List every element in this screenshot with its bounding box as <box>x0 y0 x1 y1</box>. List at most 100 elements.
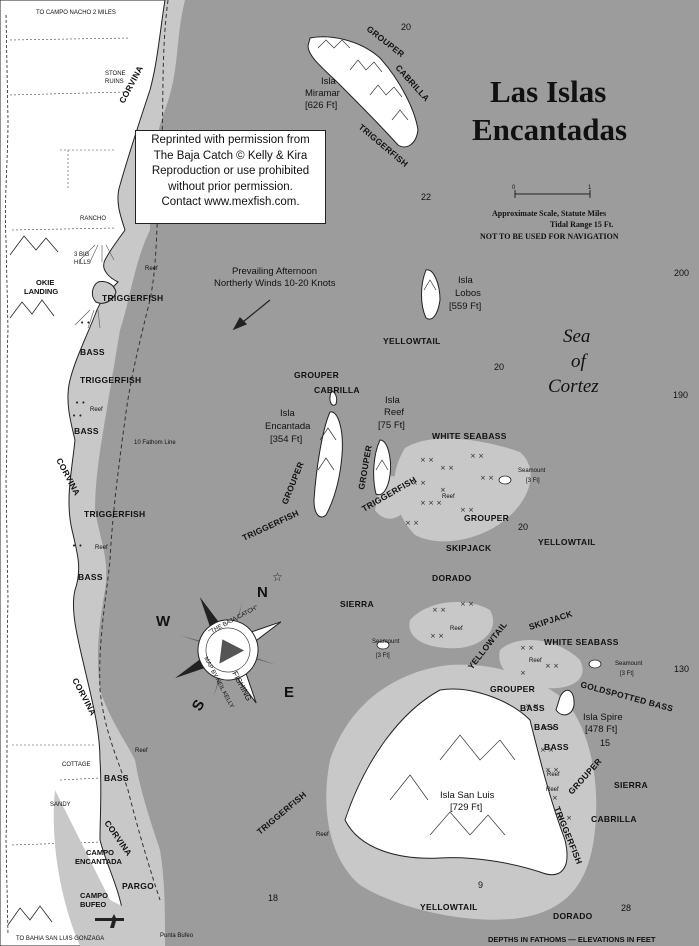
depth-18: 18 <box>268 893 278 903</box>
fish-skipjack-1: SKIPJACK <box>446 543 492 553</box>
sea-label-2: of <box>571 351 589 372</box>
isla-san-luis-elev: [729 Ft] <box>450 802 482 813</box>
fish-white-seabass-1: WHITE SEABASS <box>432 431 507 441</box>
footer-note: DEPTHS IN FATHOMS — ELEVATIONS IN FEET <box>488 935 656 944</box>
fish-dorado-1: DORADO <box>432 573 472 583</box>
svg-text:• •: • • <box>75 399 85 407</box>
sea-label-3: Cortez <box>548 376 599 397</box>
seamount-west-label: Seamount <box>372 639 400 645</box>
permission-notice: Reprinted with permission from The Baja … <box>135 130 326 224</box>
isla-reef <box>373 439 391 496</box>
depth-20a: 20 <box>401 22 411 32</box>
okie-landing-2: LANDING <box>24 287 58 296</box>
svg-text:×: × <box>440 486 446 494</box>
scale-bar <box>514 190 591 198</box>
seamount-east-depth: [3 Ft] <box>526 478 540 484</box>
legend-scale: Approximate Scale, Statute Miles <box>492 209 606 218</box>
mainland-baja <box>0 0 166 946</box>
svg-text:• •: • • <box>80 319 90 327</box>
permission-line-1: Reprinted with permission from <box>151 134 310 146</box>
svg-text:× ×: × × <box>405 519 419 527</box>
fish-cabrilla-3: CABRILLA <box>591 814 637 824</box>
fish-yellowtail-1: YELLOWTAIL <box>383 336 441 346</box>
mainland-mountains <box>7 235 59 926</box>
fish-triggerfish-4: TRIGGERFISH <box>84 509 145 519</box>
svg-text:× ×: × × <box>520 644 534 652</box>
svg-text:× ×: × × <box>545 662 559 670</box>
svg-text:× ×: × × <box>440 464 454 472</box>
stone-ruins-2: RUINS <box>105 79 124 85</box>
permission-line-3: Reproduction or use prohibited <box>151 165 310 177</box>
isla-encantada-rock <box>329 391 338 406</box>
campo-encantada-2: ENCANTADA <box>75 857 123 866</box>
svg-text:× ×: × × <box>542 724 556 732</box>
isla-reef-elev: [75 Ft] <box>378 420 405 431</box>
legend-tidal: Tidal Range 15 Ft. <box>550 220 613 229</box>
reef-label-9: Reef <box>316 832 329 838</box>
depth-200: 200 <box>674 268 689 278</box>
fish-yellowtail-4: YELLOWTAIL <box>420 902 478 912</box>
seamount-far-east-depth: [3 Ft] <box>620 671 634 677</box>
svg-text:× ×: × × <box>470 452 484 460</box>
map-title-line2: Encantadas <box>472 112 627 147</box>
wind-note-2: Northerly Winds 10-20 Knots <box>214 278 336 289</box>
fish-grouper-5: GROUPER <box>464 513 509 523</box>
compass-rose <box>175 597 282 704</box>
sea-label-1: Sea <box>563 326 590 347</box>
isla-miramar <box>307 36 419 148</box>
reef-label-1: Reef <box>145 266 158 272</box>
map-title-line1: Las Islas <box>490 74 606 109</box>
fish-sierra-1: SIERRA <box>340 599 374 609</box>
campo-bufeo-2: BUFEO <box>80 900 106 909</box>
sandy-label: SANDY <box>50 802 71 808</box>
fish-grouper-2: GROUPER <box>294 370 339 380</box>
reef-label-6: Reef <box>529 658 542 664</box>
isla-lobos-elev: [559 Ft] <box>449 301 481 312</box>
ten-fathom-line-label: 10 Fathom Line <box>134 440 176 446</box>
fish-triggerfish-3: TRIGGERFISH <box>80 375 141 385</box>
depth-9: 9 <box>478 880 483 890</box>
okie-landing-1: OKIE <box>36 278 54 287</box>
permission-line-5: Contact www.mexfish.com. <box>161 196 300 208</box>
reef-x-marks: × ×× ×× × × ××× × × × ×× ×× × × ×× ×× × … <box>72 319 572 822</box>
depth-28: 28 <box>621 903 631 913</box>
big-hills-1: 3 BIG <box>74 252 90 258</box>
stone-ruins-1: STONE <box>105 71 126 77</box>
isla-lobos-name: Lobos <box>455 288 481 299</box>
fish-dorado-2: DORADO <box>553 911 593 921</box>
fish-bass-7: BASS <box>544 742 569 752</box>
svg-text:• •: • • <box>72 412 82 420</box>
fish-white-seabass-2: WHITE SEABASS <box>544 637 619 647</box>
wind-arrow <box>232 299 271 331</box>
seamount-markers <box>376 475 602 669</box>
legend-warning: NOT TO BE USED FOR NAVIGATION <box>480 232 619 241</box>
fish-sierra-2: SIERRA <box>614 780 648 790</box>
seamount-west-depth: [3 Ft] <box>376 653 390 659</box>
compass-w: W <box>156 613 171 630</box>
okie-landing-cove <box>91 281 117 304</box>
permission-line-4: without prior permission. <box>168 180 293 193</box>
big-hills-2: HILLS <box>74 260 91 266</box>
fish-cabrilla-2: CABRILLA <box>314 385 360 395</box>
isla-encantada <box>313 411 343 518</box>
isla-reef-name: Reef <box>384 407 404 418</box>
reef-label-2: Reef <box>90 407 103 413</box>
campo-bufeo-1: CAMPO <box>80 891 108 900</box>
svg-text:× ×: × × <box>412 479 426 487</box>
fish-grouper-6: GROUPER <box>490 684 535 694</box>
svg-text:× ×: × × <box>558 814 572 822</box>
punta-bufeo-label: Punta Bufeo <box>160 933 194 939</box>
svg-text:× ×: × × <box>432 606 446 614</box>
cottage-label: COTTAGE <box>62 762 91 768</box>
coastal-road <box>5 14 9 936</box>
svg-text:×: × <box>552 794 558 802</box>
isla-spire-label: Isla Spire <box>583 712 623 723</box>
compass-e: E <box>284 684 294 701</box>
wind-note-1: Prevailing Afternoon <box>232 266 317 277</box>
fish-bass-5: BASS <box>520 703 545 713</box>
reef-label-10: Reef <box>546 787 559 793</box>
svg-text:× ×: × × <box>545 766 559 774</box>
isla-encantada-name: Encantada <box>265 421 311 432</box>
fish-pargo: PARGO <box>122 881 154 891</box>
